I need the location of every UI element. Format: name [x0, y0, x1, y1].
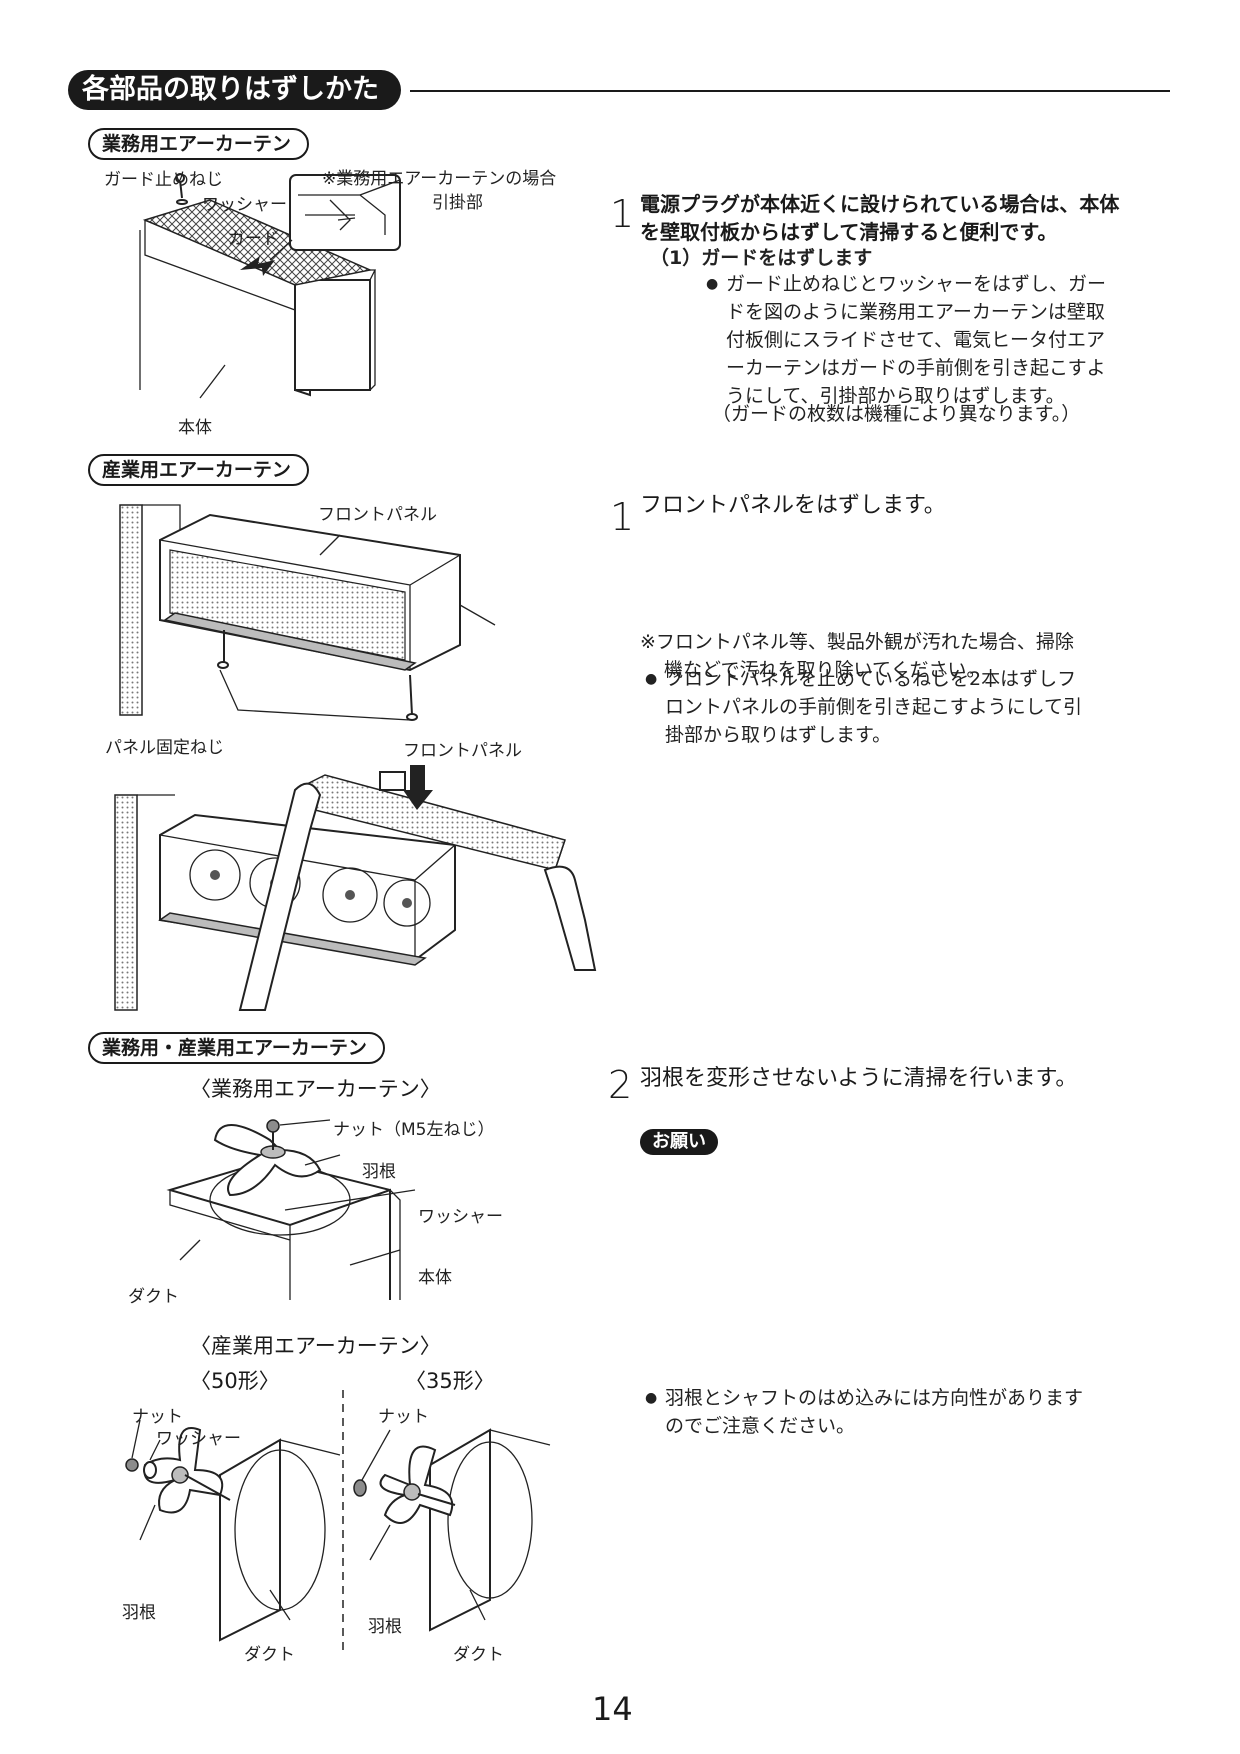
- callout-commercial-note: ※業務用エアーカーテンの場合: [322, 169, 557, 189]
- size-35-label: 〈35形〉: [405, 1369, 495, 1393]
- divider-dashed: [342, 1390, 344, 1650]
- callout-washer-50: ワッシャー: [156, 1429, 241, 1449]
- callout-guard-screw: ガード止めねじ: [104, 170, 223, 190]
- section-label-industrial: 産業用エアーカーテン: [88, 454, 309, 486]
- bullet-panel-line3: 掛部から取りはずします。: [665, 724, 892, 746]
- bullet-guard-removal: ガード止めねじとワッシャーをはずし、ガー ドを図のように業務用エアーカーテンは壁…: [706, 270, 1176, 410]
- step-number-s2: 1: [610, 495, 635, 539]
- front-panel-lift-illustration: [114, 765, 597, 1011]
- cleaning-note-line1: ※フロントパネル等、製品外観が汚れた場合、掃除: [640, 631, 1074, 653]
- page-number: 14: [592, 1690, 633, 1728]
- front-panel-screws-illustration: [119, 504, 496, 721]
- bullet-panel-line1: フロントパネルを止めているねじを2本はずしフ: [665, 668, 1077, 690]
- callout-duct-35: ダクト: [453, 1645, 504, 1665]
- bullet-blade-line2: のでご注意ください。: [665, 1415, 856, 1437]
- callout-blade-50: 羽根: [122, 1603, 156, 1623]
- commercial-fan-illustration: [166, 1119, 416, 1300]
- callout-hook: 引掛部: [432, 193, 483, 213]
- commercial-subtitle: 〈業務用エアーカーテン〉: [190, 1077, 441, 1101]
- bullet-front-panel: フロントパネルを止めているねじを2本はずしフ ロントパネルの手前側を引き起こすよ…: [645, 665, 1185, 749]
- callout-duct: ダクト: [128, 1287, 179, 1307]
- step-heading-s1-line2: を壁取付板からはずして清掃すると便利です。: [640, 220, 1058, 244]
- page-title: 各部品の取りはずしかた: [68, 70, 401, 110]
- guard-removal-illustration: [139, 173, 401, 399]
- bullet-blade-line1: 羽根とシャフトのはめ込みには方向性があります: [665, 1387, 1084, 1409]
- step-number-s3: 2: [608, 1063, 633, 1107]
- cleaning-note: ※フロントパネル等、製品外観が汚れた場合、掃除 機などで汚れを取り除いてください…: [640, 628, 1160, 684]
- industrial-35-fan-illustration: [353, 1428, 551, 1632]
- bullet-guard-line3: 付板側にスライドさせて、電気ヒータ付エア: [726, 329, 1106, 351]
- title-rule: [410, 90, 1170, 92]
- step-heading-s3: 羽根を変形させないように清掃を行います。: [640, 1066, 1078, 1091]
- size-50-label: 〈50形〉: [190, 1369, 280, 1393]
- callout-body: 本体: [178, 418, 212, 438]
- step-heading-s1-line1: 電源プラグが本体近くに設けられている場合は、本体: [640, 192, 1120, 216]
- bullet-guard-line4: ーカーテンはガードの手前側を引き起こすよ: [726, 357, 1106, 379]
- callout-washer: ワッシャー: [202, 195, 287, 215]
- callout-washer-fan: ワッシャー: [418, 1207, 503, 1227]
- section-label-common: 業務用・産業用エアーカーテン: [88, 1032, 385, 1064]
- callout-nut-m5: ナット（M5左ねじ）: [333, 1120, 495, 1140]
- callout-blade: 羽根: [362, 1162, 396, 1182]
- callout-front-panel-top: フロントパネル: [318, 505, 437, 525]
- industrial-subtitle: 〈産業用エアーカーテン〉: [190, 1334, 441, 1358]
- callout-front-panel-bottom: フロントパネル: [403, 741, 522, 761]
- callout-nut-50: ナット: [132, 1407, 183, 1427]
- callout-guard: ガード: [228, 229, 279, 249]
- cleaning-note-line2: 機などで汚れを取り除いてください。: [664, 659, 986, 681]
- guard-count-note: （ガードの枚数は機種により異なります。）: [712, 403, 1081, 425]
- bullet-guard-line2: ドを図のように業務用エアーカーテンは壁取: [726, 301, 1105, 323]
- step-number-s1: 1: [610, 192, 635, 236]
- step-heading-s1: 電源プラグが本体近くに設けられている場合は、本体 を壁取付板からはずして清掃する…: [640, 190, 1160, 246]
- bullet-guard-line1: ガード止めねじとワッシャーをはずし、ガー: [726, 273, 1107, 295]
- section-label-commercial: 業務用エアーカーテン: [88, 128, 309, 160]
- industrial-50-fan-illustration: [125, 1419, 341, 1642]
- callout-duct-50: ダクト: [244, 1645, 295, 1665]
- substep-remove-guard: （1）ガードをはずします: [650, 247, 873, 269]
- callout-panel-screw: パネル固定ねじ: [105, 738, 224, 758]
- bullet-panel-line2: ロントパネルの手前側を引き起こすようにして引: [665, 696, 1083, 718]
- bullet-guard-line5: うにして、引掛部から取りはずします。: [726, 385, 1065, 407]
- notice-badge: お願い: [640, 1129, 718, 1155]
- callout-blade-35: 羽根: [368, 1617, 402, 1637]
- bullet-blade-direction: 羽根とシャフトのはめ込みには方向性があります のでご注意ください。: [645, 1384, 1185, 1440]
- callout-nut-35: ナット: [378, 1407, 429, 1427]
- step-heading-s2: フロントパネルをはずします。: [640, 493, 946, 518]
- callout-body-fan: 本体: [418, 1268, 452, 1288]
